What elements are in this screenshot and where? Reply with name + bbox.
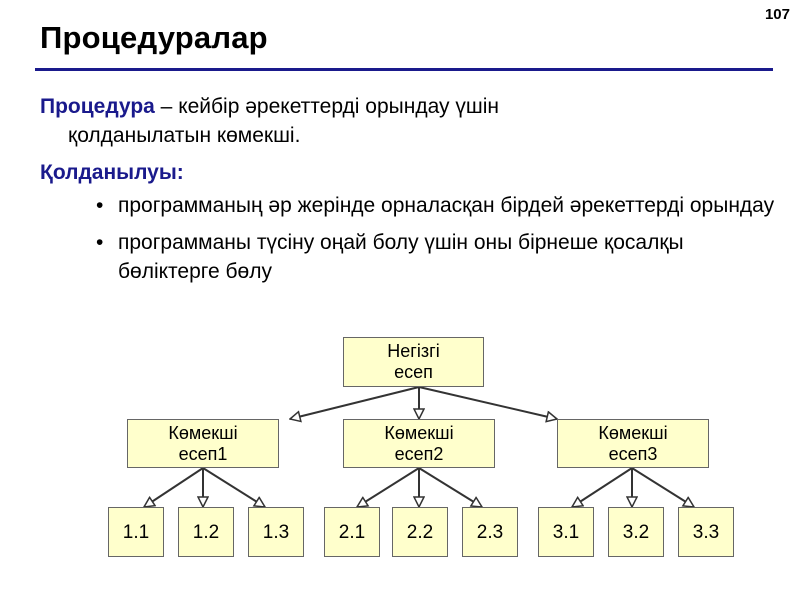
arrow-sub2-leaf1 xyxy=(357,467,420,507)
usage-bullet: программаны түсіну оңай болу үшін оны бі… xyxy=(96,228,786,286)
definition-term: Процедура xyxy=(40,95,155,118)
subtask-name: есеп2 xyxy=(394,443,444,464)
leaf-node-3-1: 3.1 xyxy=(538,507,594,557)
leaf-node-2-3: 2.3 xyxy=(462,507,518,557)
leaf-node-1-2: 1.2 xyxy=(178,507,234,557)
usage-bullet: программаның әр жерінде орналасқан бірде… xyxy=(96,191,786,220)
arrow-sub1-leaf1 xyxy=(144,467,204,507)
root-task-line2: есеп xyxy=(394,362,433,382)
usage-heading: Қолданылуы: xyxy=(40,161,184,184)
slide-title: Процедуралар xyxy=(40,20,268,55)
usage-list: программаның әр жерінде орналасқан бірде… xyxy=(96,191,786,294)
arrow-sub3-leaf1 xyxy=(572,467,633,507)
subtask-name: есеп1 xyxy=(178,443,228,464)
arrow-sub1-leaf3 xyxy=(202,467,265,507)
subtask-label: Көмекші xyxy=(168,422,238,443)
arrow-root-sub3 xyxy=(418,386,557,419)
subtask-label: Көмекші xyxy=(384,422,454,443)
title-divider xyxy=(35,68,773,71)
subtask-name: есеп3 xyxy=(608,443,658,464)
definition-text-line2: қолданылатын көмекші. xyxy=(68,124,301,147)
root-task-line1: Негізгі xyxy=(387,341,440,361)
arrow-sub3-leaf3 xyxy=(631,467,694,507)
definition-text-line1: – кейбір әрекеттерді орындау үшін xyxy=(154,95,499,118)
definition-paragraph: Процедура – кейбір әрекеттерді орындау ү… xyxy=(40,92,760,150)
leaf-node-3-3: 3.3 xyxy=(678,507,734,557)
leaf-node-3-2: 3.2 xyxy=(608,507,664,557)
leaf-node-1-1: 1.1 xyxy=(108,507,164,557)
subtask-label: Көмекші xyxy=(598,422,668,443)
leaf-node-1-3: 1.3 xyxy=(248,507,304,557)
leaf-node-2-1: 2.1 xyxy=(324,507,380,557)
leaf-node-2-2: 2.2 xyxy=(392,507,448,557)
arrow-sub2-leaf3 xyxy=(418,467,482,507)
page-number: 107 xyxy=(764,6,790,23)
arrow-root-sub1 xyxy=(290,386,420,419)
